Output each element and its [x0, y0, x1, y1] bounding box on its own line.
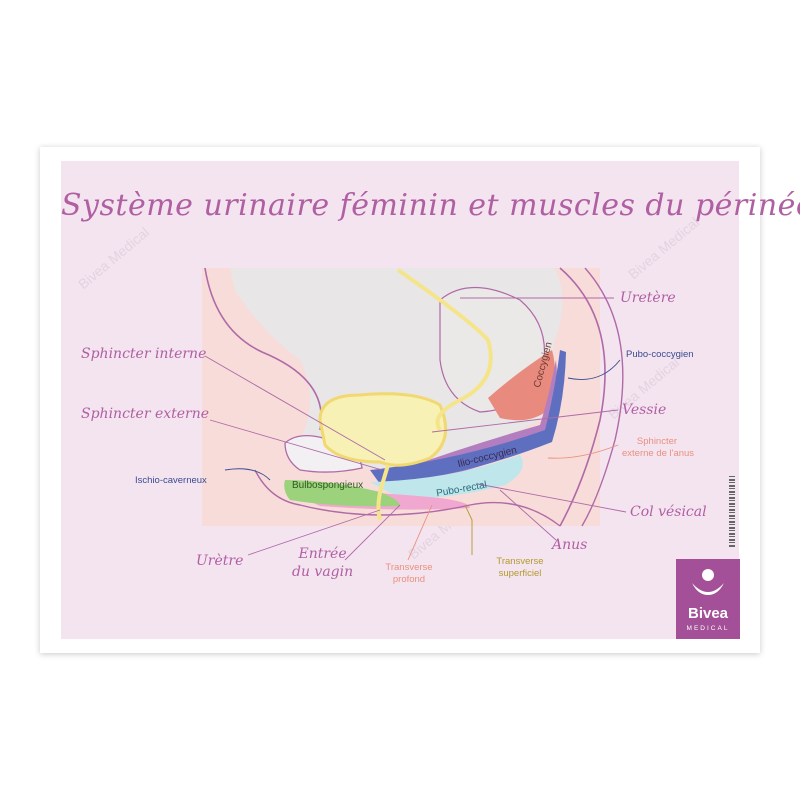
- label-sphincter-externe: Sphincter externe: [81, 406, 210, 422]
- sacrum-outline-outer: [581, 267, 624, 527]
- pubo-rectal-muscle: [370, 455, 523, 499]
- label-transverse-profond-line2: profond: [392, 574, 426, 585]
- label-sphincter-anus-line1: Sphincter: [636, 436, 678, 447]
- label-uretere: Uretère: [620, 290, 676, 306]
- poster-title: Système urinaire féminin et muscles du p…: [61, 188, 800, 223]
- label-sphincter-anus-line2: externe de l'anus: [622, 448, 695, 459]
- label-entree-vagin-line2: du vagin: [292, 564, 354, 580]
- abdominal-wall-outline: [204, 267, 322, 431]
- barcode: [729, 476, 735, 548]
- label-transverse-superficiel: Transverse superficiel: [492, 556, 548, 580]
- leader-sphincter-anus: [547, 444, 619, 459]
- label-pubo-coccygien: Pubo-coccygien: [626, 349, 694, 360]
- label-anus: Anus: [552, 537, 588, 553]
- label-entree-vagin: Entrée du vagin: [292, 545, 353, 581]
- bulbospongieux-muscle: [284, 480, 400, 507]
- label-col-vesical: Col vésical: [630, 504, 707, 520]
- sacrum-outline: [559, 267, 606, 527]
- label-entree-vagin-line1: Entrée: [298, 546, 347, 562]
- label-transverse-superficiel-line1: Transverse: [496, 556, 544, 567]
- bivea-logo-brand: Bivea: [687, 605, 729, 622]
- label-transverse-superficiel-line2: superficiel: [498, 568, 542, 579]
- ureter: [396, 268, 493, 432]
- leader-transverse-superficiel: [464, 504, 473, 555]
- label-transverse-profond-line1: Transverse: [385, 562, 433, 573]
- bladder: [318, 392, 448, 467]
- leader-pubo-coccygien: [567, 359, 621, 380]
- label-sphincter-anus: Sphincter externe de l'anus: [622, 436, 695, 460]
- label-bulbospongieux: Bulbospongieux: [292, 480, 364, 491]
- bivea-logo-icon: [692, 569, 724, 595]
- coccygien-muscle: [488, 350, 556, 421]
- pubic-bone: [284, 435, 363, 473]
- label-transverse-profond: Transverse profond: [384, 562, 434, 586]
- leader-lines: [204, 297, 627, 561]
- label-uretre: Urètre: [196, 553, 244, 569]
- label-vessie: Vessie: [622, 402, 667, 418]
- perineum-outline: [254, 469, 561, 527]
- urethra: [376, 464, 390, 521]
- label-ischio-caverneux: Ischio-caverneux: [135, 475, 207, 486]
- leader-ischio-caverneux: [224, 468, 271, 481]
- pubo-coccygien-muscle: [370, 350, 566, 484]
- leader-transverse-profond: [407, 504, 433, 561]
- bivea-logo: Bivea MEDICAL: [676, 559, 740, 639]
- bivea-logo-tagline: MEDICAL: [686, 625, 730, 632]
- label-sphincter-interne: Sphincter interne: [81, 346, 207, 362]
